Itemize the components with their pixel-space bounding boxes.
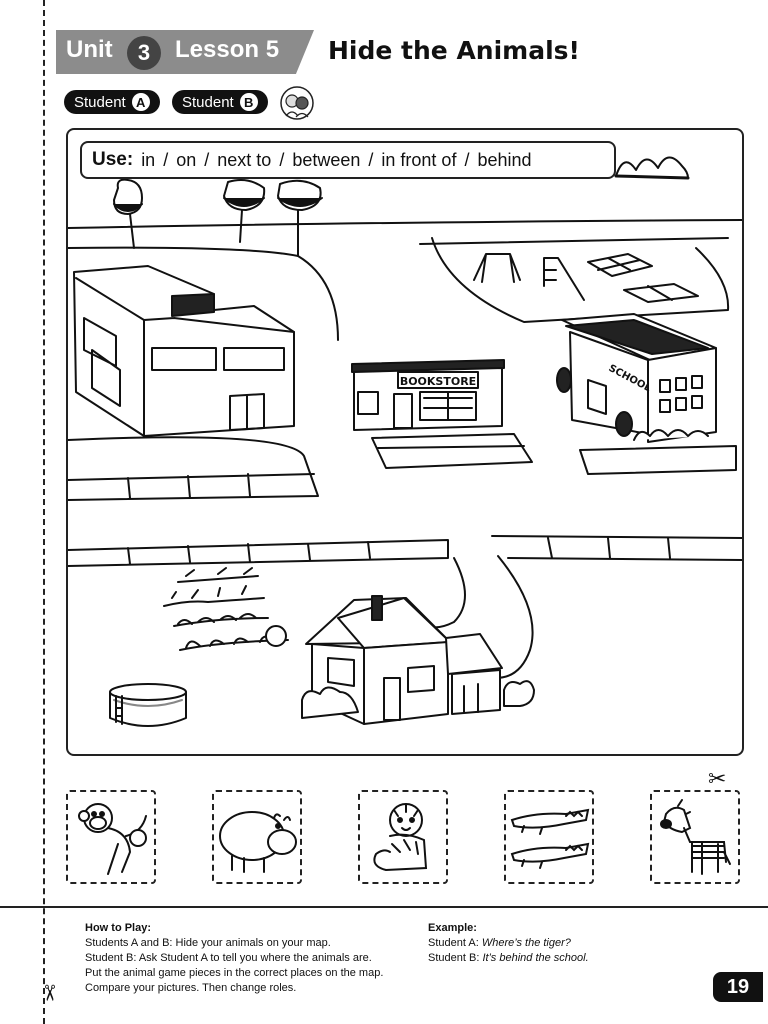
how-to-play-heading: How to Play:: [85, 922, 152, 934]
crocodile-icon: [510, 808, 590, 869]
town-map-drawing: BOOKSTORE SCHOOL: [68, 156, 742, 727]
school-building: SCHOOL: [556, 313, 737, 475]
example-a-text: Where’s the tiger?: [481, 937, 571, 949]
how-to-play: How to Play: Students A and B: Hide your…: [85, 921, 383, 996]
office-building: [73, 265, 295, 437]
example-a-prefix: Student A:: [428, 937, 482, 949]
trees: [113, 178, 323, 257]
separator: /: [279, 149, 285, 170]
how-to-play-line: Compare your pictures. Then change roles…: [85, 982, 297, 994]
unit-label: Unit: [66, 36, 113, 63]
preposition-in-front-of: in front of: [381, 149, 457, 170]
example-line-a: Student A: Where’s the tiger?: [428, 936, 589, 951]
game-piece-hippo[interactable]: [212, 790, 302, 884]
separator: /: [163, 149, 169, 170]
preposition-between: between: [292, 149, 361, 170]
student-a-letter: A: [131, 93, 150, 111]
separator: /: [204, 149, 210, 170]
zebra-icon: [660, 799, 731, 875]
use-label: Use:: [92, 149, 134, 170]
how-to-play-line: Put the animal game pieces in the correc…: [85, 967, 384, 979]
preposition-on: on: [176, 149, 197, 170]
student-b-letter: B: [239, 93, 258, 111]
house: [301, 595, 535, 725]
unit-lesson-banner: [56, 30, 314, 74]
scissors-icon: ✂: [37, 983, 63, 1003]
pair-work-icon: [280, 86, 314, 120]
garden: [163, 567, 289, 651]
game-piece-tiger[interactable]: [358, 790, 448, 884]
cut-line-vertical: [43, 0, 45, 1024]
page-number: 19: [713, 972, 763, 1002]
lesson-label: Lesson 5: [175, 36, 280, 63]
monkey-icon: [78, 803, 147, 875]
game-piece-monkey[interactable]: [66, 790, 156, 884]
student-b-label: Student: [182, 93, 234, 111]
student-a-label: Student: [74, 93, 126, 111]
student-a-badge: Student A: [64, 90, 160, 114]
example-line-b: Student B: It’s behind the school.: [428, 951, 589, 966]
scissors-icon: ✂: [708, 766, 727, 791]
separator: /: [464, 149, 470, 170]
example-heading: Example:: [428, 922, 477, 934]
tiger-icon: [373, 803, 428, 872]
separator: /: [368, 149, 374, 170]
game-piece-crocodile[interactable]: [504, 790, 594, 884]
use-prepositions-box: Use: in / on / next to / between / in fr…: [80, 141, 616, 179]
preposition-in: in: [141, 149, 156, 170]
example: Example: Student A: Where’s the tiger? S…: [428, 921, 589, 966]
how-to-play-line: Student B: Ask Student A to tell you whe…: [85, 952, 372, 964]
hippo-icon: [219, 811, 297, 873]
example-b-prefix: Student B:: [428, 952, 483, 964]
unit-number-badge: 3: [127, 36, 161, 70]
preposition-behind: behind: [477, 149, 532, 170]
how-to-play-line: Students A and B: Hide your animals on y…: [85, 937, 331, 949]
bookstore-sign: BOOKSTORE: [400, 375, 476, 388]
student-b-badge: Student B: [172, 90, 268, 114]
town-map: BOOKSTORE SCHOOL: [66, 128, 744, 756]
section-divider: [0, 906, 768, 908]
page-title: Hide the Animals!: [328, 36, 580, 65]
swimming-pool: [109, 683, 187, 727]
example-b-text: It’s behind the school.: [482, 952, 589, 964]
game-piece-zebra[interactable]: [650, 790, 740, 884]
preposition-next-to: next to: [217, 149, 272, 170]
bookstore-building: BOOKSTORE: [351, 359, 533, 469]
